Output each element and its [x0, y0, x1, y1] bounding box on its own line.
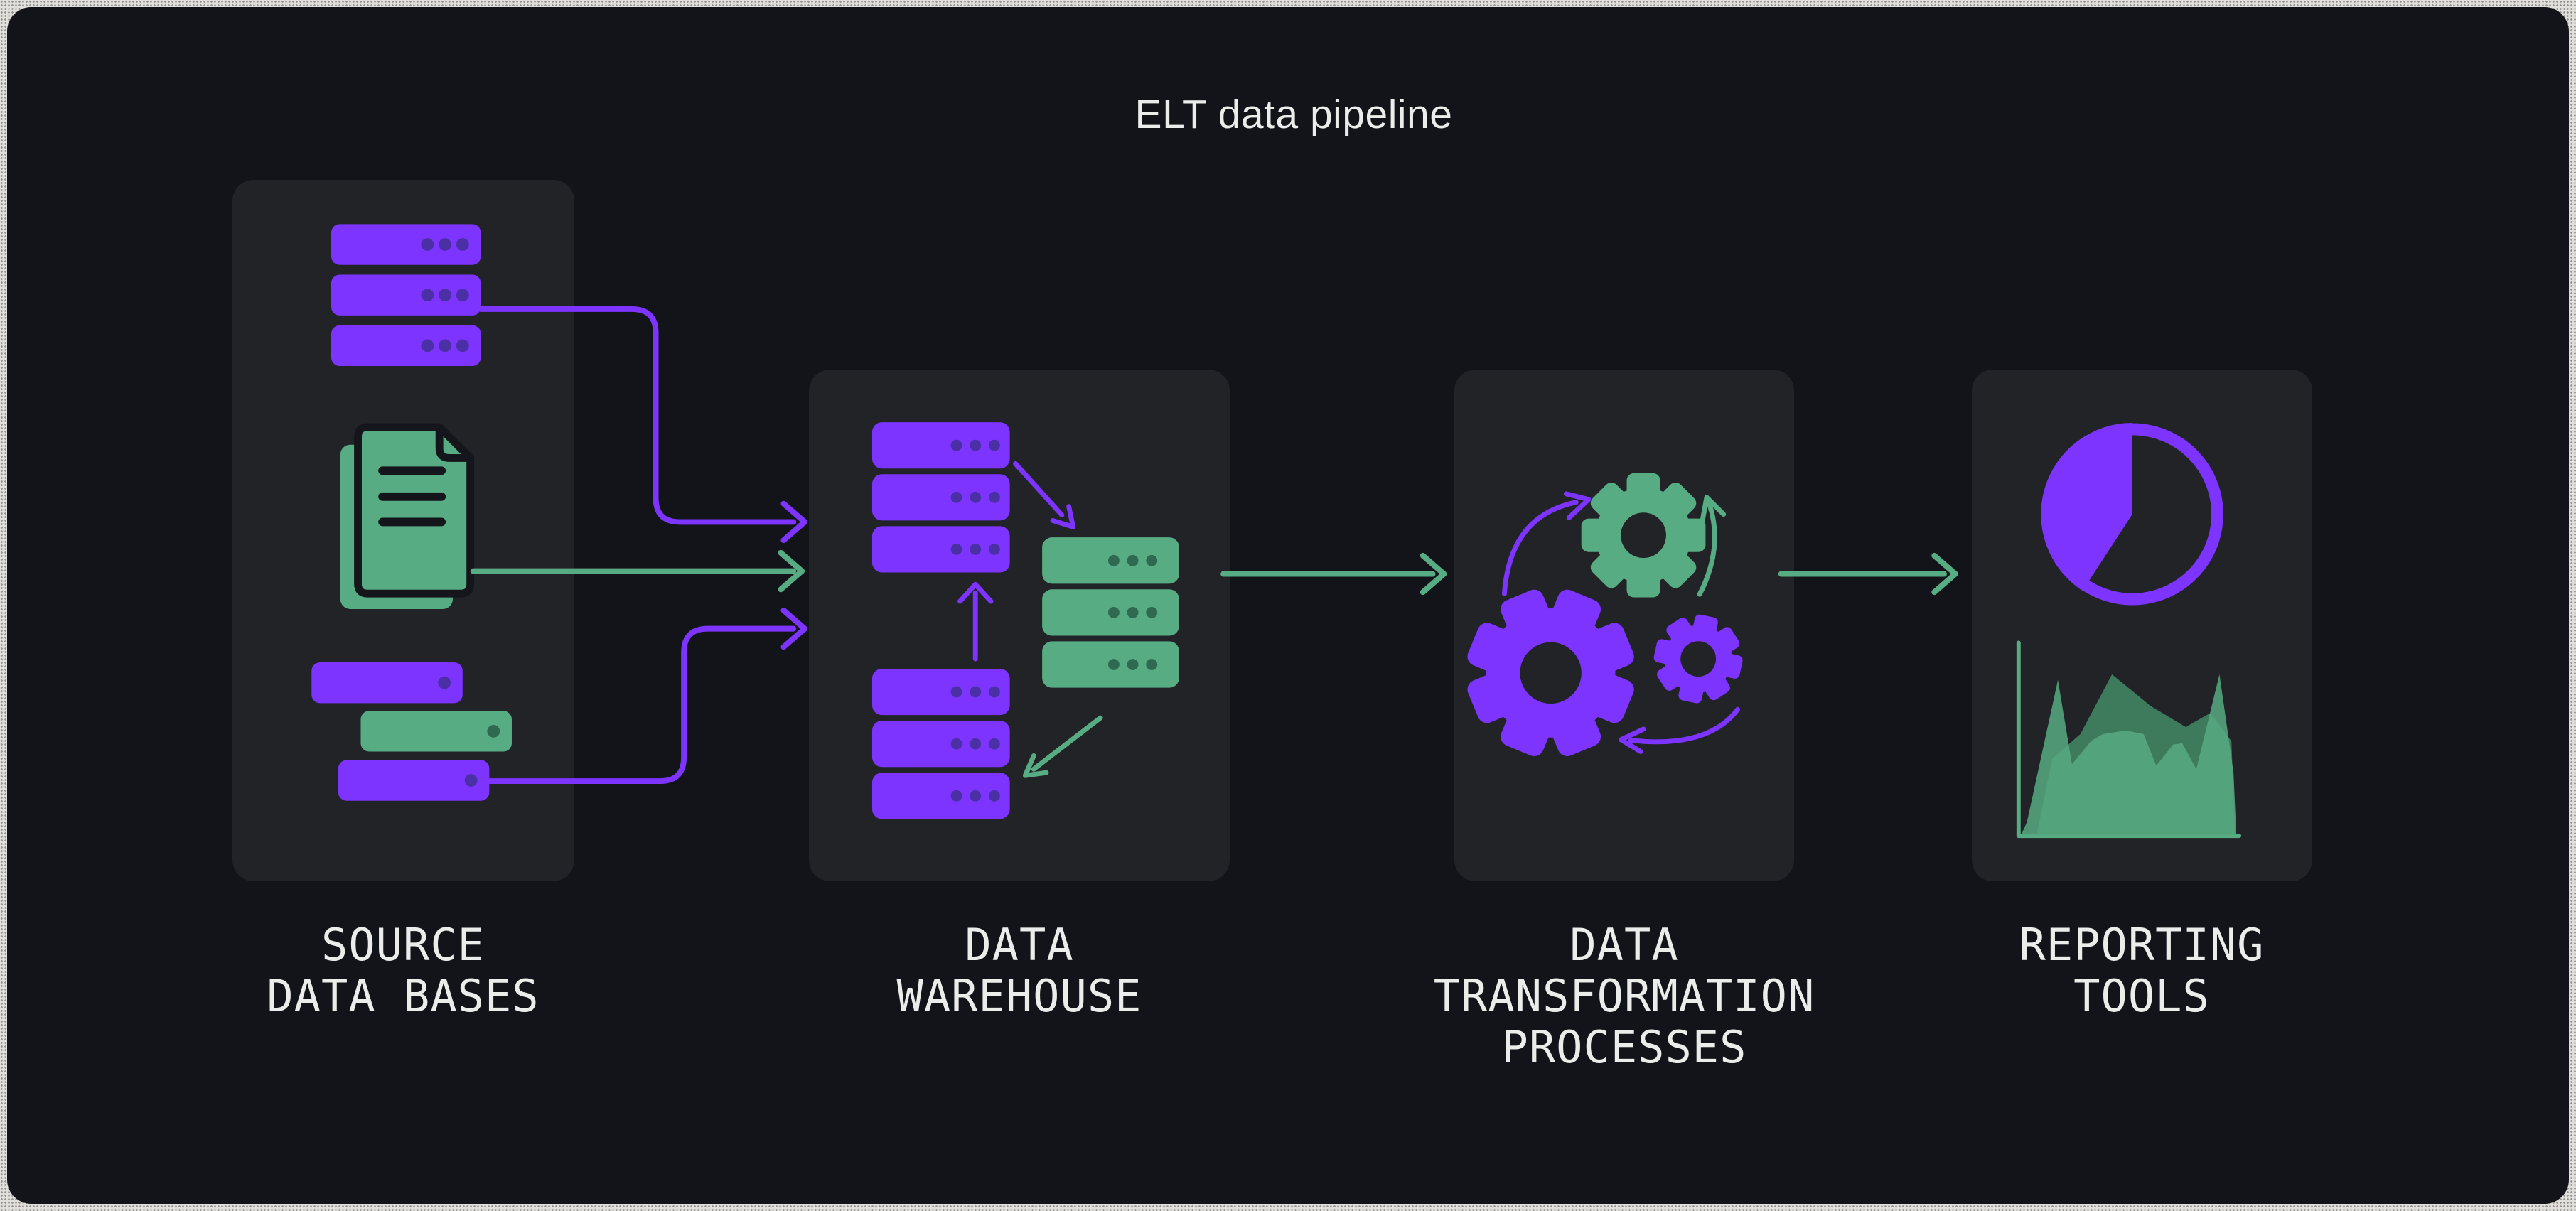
arrowhead	[1931, 552, 1958, 596]
label-line: DATA	[965, 919, 1074, 971]
pie-chart-icon	[2041, 423, 2223, 606]
chart-axes	[2016, 640, 2242, 839]
gear-hole	[1621, 512, 1666, 559]
label-line: REPORTING	[2019, 919, 2265, 971]
arrowhead	[780, 500, 808, 544]
label-line: DATA	[1569, 919, 1679, 971]
arrow-green-diagonal-icon	[1022, 715, 1103, 778]
document-text-line	[378, 466, 446, 475]
database-bar	[360, 711, 512, 752]
connector-purple-bottom	[486, 607, 808, 785]
label-line: WAREHOUSE	[896, 970, 1142, 1022]
curved-arrow-purple-bottom-icon	[1618, 706, 1740, 755]
diagram-canvas: ELT data pipeline	[7, 7, 2569, 1204]
arrowhead	[780, 607, 808, 650]
curved-arrow-purple-left-icon	[1501, 491, 1592, 596]
warehouse-server-stack-purple-bottom	[871, 668, 1010, 819]
gear-green-icon	[1581, 473, 1706, 598]
pie-slice	[2041, 423, 2132, 591]
server-bar	[331, 274, 481, 316]
curved-arrow-green-right-icon	[1697, 495, 1727, 597]
label-data-transformation: DATA TRANSFORMATION PROCESSES	[1434, 920, 1815, 1073]
server-bar	[871, 526, 1010, 573]
document-text-line	[378, 492, 446, 501]
document-text-line	[378, 517, 446, 527]
server-bar	[871, 474, 1010, 521]
warehouse-server-stack-green	[1042, 537, 1179, 688]
arrowhead	[1022, 753, 1049, 778]
label-reporting-tools: REPORTING TOOLS	[2019, 920, 2265, 1022]
label-line: DATA BASES	[267, 970, 540, 1022]
arrowhead	[1563, 491, 1592, 520]
server-bar	[871, 773, 1010, 819]
documents-icon	[340, 423, 475, 609]
document-folded-corner	[435, 423, 475, 462]
server-bar	[871, 721, 1010, 768]
diagram-title: ELT data pipeline	[1134, 92, 1453, 137]
area-series-front	[2021, 674, 2237, 835]
gear-hole	[1520, 642, 1582, 704]
arrowhead	[1700, 495, 1727, 523]
label-line: TRANSFORMATION	[1433, 970, 1815, 1022]
label-line: SOURCE	[321, 919, 485, 971]
server-bar	[871, 668, 1010, 716]
label-data-warehouse: DATA WAREHOUSE	[897, 920, 1142, 1022]
database-bar	[338, 760, 490, 801]
gear-purple-large-icon	[1467, 589, 1634, 757]
database-bars-icon	[311, 662, 512, 801]
server-bar	[1042, 537, 1179, 584]
arrowhead	[1420, 552, 1447, 596]
server-bar	[871, 422, 1010, 469]
gear-hole	[1680, 641, 1717, 677]
label-line: TOOLS	[2073, 970, 2210, 1022]
label-line: PROCESSES	[1501, 1021, 1747, 1073]
diagram-artwork	[311, 224, 2242, 839]
server-stack-icon	[331, 224, 481, 367]
label-source-databases: SOURCE DATA BASES	[267, 920, 539, 1022]
connector-green-transformation-to-reporting	[1778, 552, 1958, 596]
arrow-purple-diagonal-icon	[1013, 461, 1076, 529]
arrowhead	[1050, 504, 1076, 529]
arrowhead	[1618, 726, 1646, 755]
arrow-purple-up-icon	[957, 581, 994, 662]
server-bar	[1042, 589, 1179, 636]
connector-purple-top	[478, 306, 808, 544]
gear-purple-small-icon	[1653, 614, 1743, 704]
server-bar	[331, 224, 481, 265]
server-bar	[331, 325, 481, 367]
connector-green-warehouse-to-transformation	[1220, 552, 1447, 596]
area-chart-icon	[2016, 640, 2242, 839]
connector-green-middle	[470, 549, 805, 593]
arrowhead	[778, 549, 805, 593]
server-bar	[1042, 641, 1179, 688]
database-bar	[311, 662, 463, 704]
warehouse-server-stack-purple-top	[871, 422, 1010, 573]
arrowhead	[957, 581, 994, 604]
